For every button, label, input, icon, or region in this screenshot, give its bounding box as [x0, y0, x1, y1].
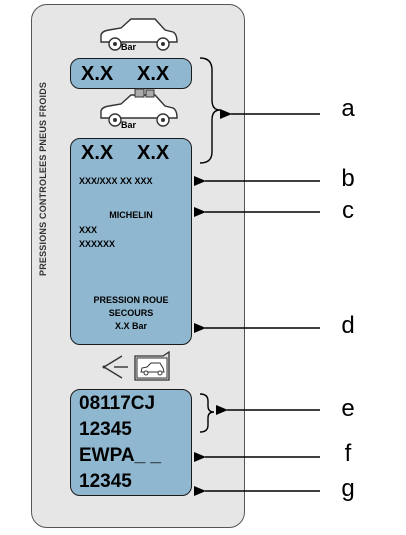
spare-line-2: SECOURS	[108, 308, 154, 318]
code-panel: 08117CJ 12345 EWPA_ _ 12345	[70, 389, 192, 496]
label-d: d	[341, 312, 355, 339]
number-2: 12345	[79, 471, 132, 492]
label-g: g	[341, 475, 355, 502]
tire-line-1: XXX	[79, 225, 98, 235]
main-tire-panel: X.X X.X XXX/XXX XX XXX MICHELIN XXX XXXX…	[70, 138, 192, 345]
spare-line-1: PRESSION ROUE	[93, 295, 169, 305]
label-c: c	[342, 197, 354, 224]
code-value: EWPA_ _	[79, 445, 162, 466]
brace-a	[199, 57, 221, 164]
car-in-box-icon	[134, 350, 170, 381]
number-1: 12345	[79, 419, 132, 440]
front-unit-label: Bar	[121, 42, 137, 52]
front-pressure-value: X.X	[81, 63, 114, 85]
tire-line-2: XXXXXX	[79, 239, 116, 249]
car-loaded-tire-icon	[100, 88, 178, 127]
main-rear-pressure: X.X	[137, 142, 170, 164]
brace-e	[199, 393, 215, 433]
rear-pressure-value: X.X	[137, 63, 170, 85]
tire-brand: MICHELIN	[109, 210, 153, 220]
label-f: f	[344, 440, 352, 467]
tire-size: XXX/XXX XX XXX	[79, 176, 153, 186]
label-e: e	[341, 395, 355, 422]
paint-code: 08117CJ	[79, 393, 156, 414]
top-pressure-panel: X.X X.X	[70, 58, 192, 89]
spray-gun-icon	[102, 355, 128, 379]
label-a: a	[341, 95, 355, 122]
spare-pressure-value: X.X Bar	[114, 321, 147, 331]
car-front-tire-icon	[100, 18, 178, 51]
rear-unit-label: Bar	[121, 120, 137, 130]
main-front-pressure: X.X	[81, 142, 114, 164]
label-b: b	[341, 165, 355, 192]
